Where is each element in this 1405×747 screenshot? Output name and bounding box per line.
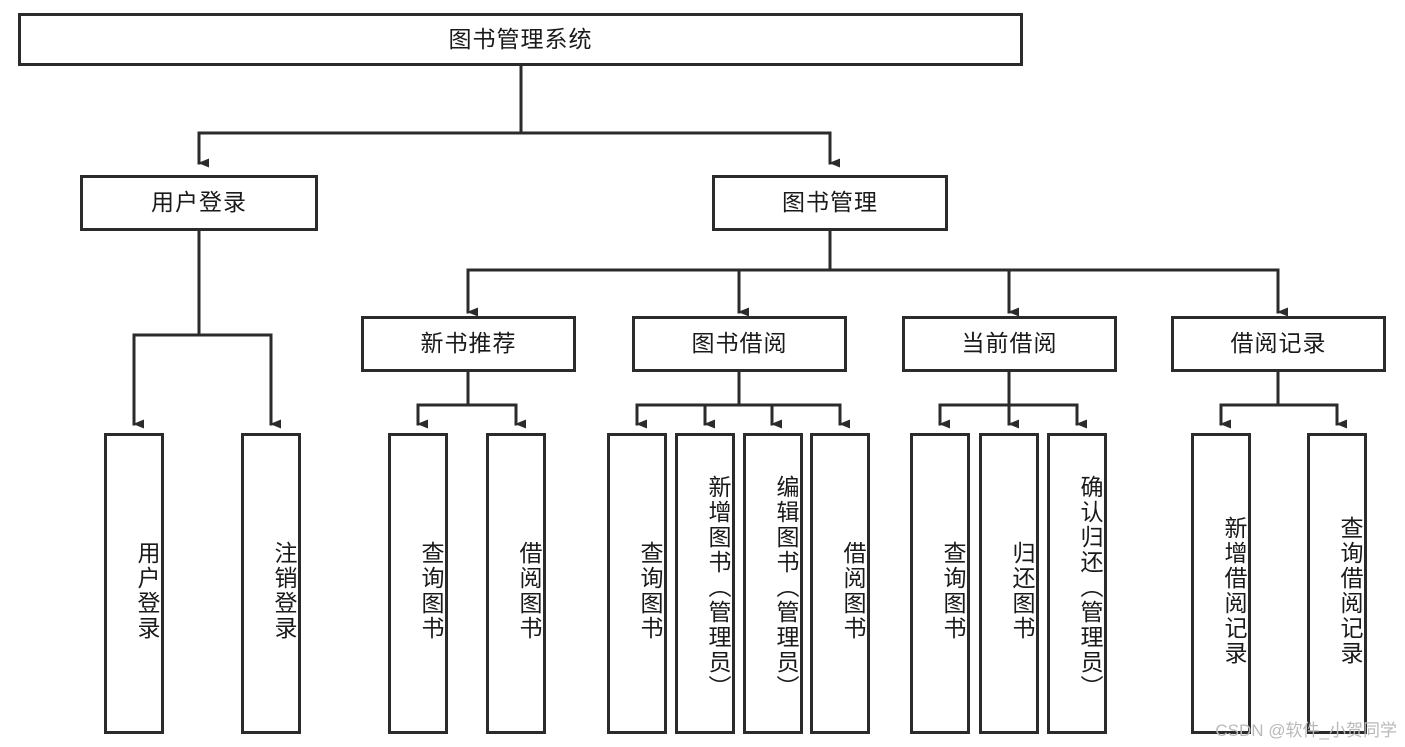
node-label: 查询图书 <box>940 540 966 641</box>
node-label: 用户登录 <box>151 189 247 216</box>
node-label: 注销登录 <box>271 540 297 641</box>
node-label: 查询图书 <box>637 540 663 641</box>
leaf-query-book-borrowing[interactable]: 查询图书 <box>607 433 667 734</box>
node-label: 新书推荐 <box>420 330 517 357</box>
node-book-borrowing[interactable]: 图书借阅 <box>632 316 847 372</box>
node-label: 图书管理系统 <box>448 25 593 52</box>
leaf-edit-book-admin[interactable]: 编辑图书（管理员） <box>743 433 803 734</box>
node-label: 当前借阅 <box>961 330 1058 357</box>
leaf-logout[interactable]: 注销登录 <box>241 433 301 734</box>
node-label: 确认归还（管理员） <box>1077 475 1103 700</box>
node-label: 查询借阅记录 <box>1337 515 1363 666</box>
leaf-query-borrow-record[interactable]: 查询借阅记录 <box>1307 433 1367 734</box>
node-label: 新增借阅记录 <box>1221 515 1247 666</box>
node-label: 查询图书 <box>418 540 444 641</box>
leaf-add-borrow-record[interactable]: 新增借阅记录 <box>1191 433 1251 734</box>
watermark-text: CSDN @软件_小贺同学 <box>1215 721 1397 740</box>
node-label: 借阅图书 <box>840 540 866 641</box>
node-label: 用户登录 <box>134 540 160 641</box>
leaf-add-book-admin[interactable]: 新增图书（管理员） <box>675 433 735 734</box>
leaf-borrow-book-new-rec[interactable]: 借阅图书 <box>486 433 546 734</box>
node-label: 图书借阅 <box>691 330 788 357</box>
node-label: 借阅图书 <box>516 540 542 641</box>
node-label: 图书管理 <box>782 189 878 216</box>
node-user-login[interactable]: 用户登录 <box>80 175 318 231</box>
node-label: 归还图书 <box>1009 540 1035 641</box>
node-borrowing-records[interactable]: 借阅记录 <box>1171 316 1386 372</box>
leaf-borrow-book-borrowing[interactable]: 借阅图书 <box>810 433 870 734</box>
leaf-user-login[interactable]: 用户登录 <box>104 433 164 734</box>
leaf-query-book-new-rec[interactable]: 查询图书 <box>388 433 448 734</box>
node-root-system[interactable]: 图书管理系统 <box>18 13 1023 66</box>
leaf-return-book[interactable]: 归还图书 <box>979 433 1039 734</box>
node-label: 新增图书（管理员） <box>705 475 731 700</box>
node-current-borrowing[interactable]: 当前借阅 <box>902 316 1117 372</box>
leaf-confirm-return-admin[interactable]: 确认归还（管理员） <box>1047 433 1107 734</box>
node-book-management[interactable]: 图书管理 <box>712 175 948 231</box>
node-label: 借阅记录 <box>1230 330 1327 357</box>
node-new-book-recommendation[interactable]: 新书推荐 <box>361 316 576 372</box>
leaf-query-book-current[interactable]: 查询图书 <box>910 433 970 734</box>
node-label: 编辑图书（管理员） <box>773 475 799 700</box>
